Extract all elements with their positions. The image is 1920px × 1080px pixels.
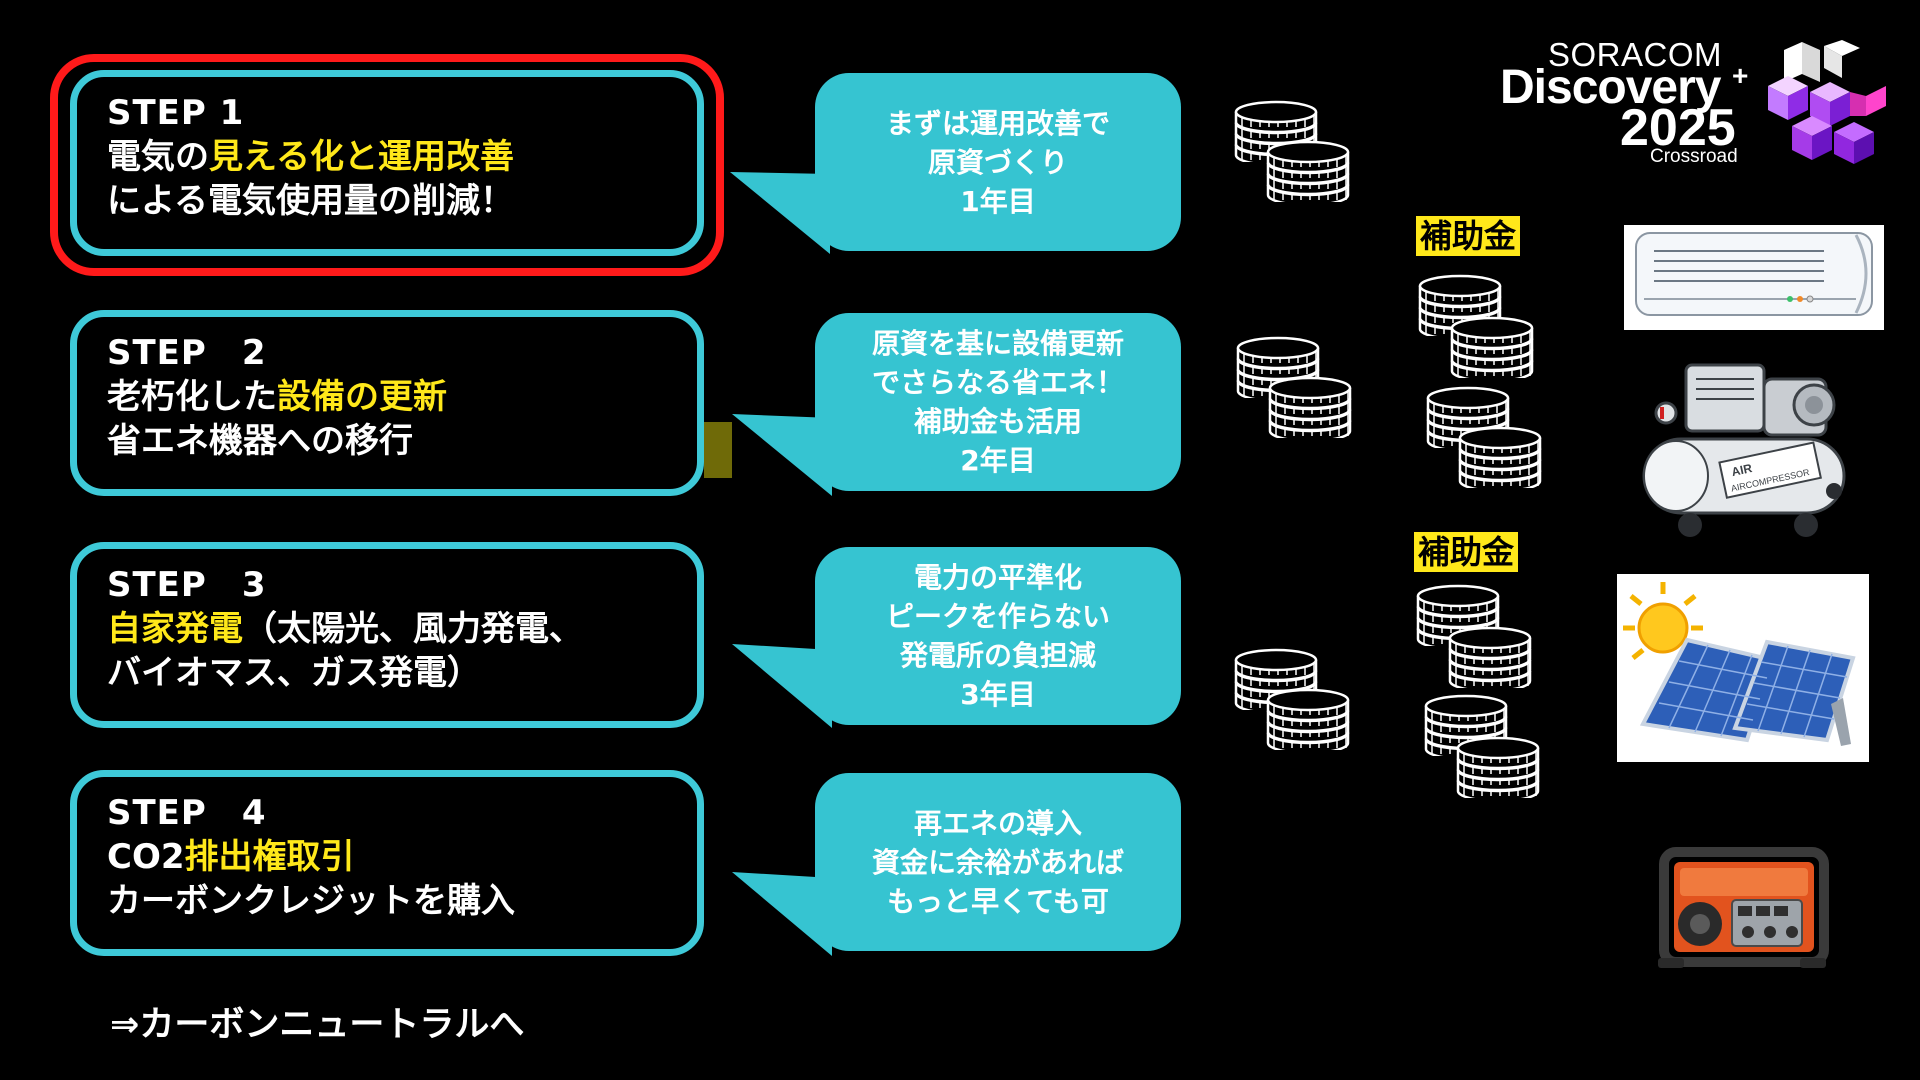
subsidy-label-2: 補助金	[1414, 532, 1519, 572]
air-compressor-icon: AIR AIRCOMPRESSOR	[1642, 363, 1846, 537]
bubble-3-tail	[732, 644, 832, 728]
bubble-2-line-4: 2年目	[960, 444, 1036, 477]
step-3-line-2: バイオマス、ガス発電）	[107, 651, 667, 695]
logo-brand-text: SORACOM	[1548, 36, 1723, 73]
bubble-3-line-2: ピークを作らない	[885, 600, 1110, 633]
bubble-2-line-3: 補助金も活用	[913, 405, 1082, 438]
step-2-line-2-text: 省エネ機器への移行	[107, 421, 413, 461]
step-2-line-2: 省エネ機器への移行	[107, 419, 667, 463]
step-1-highlight-text: 見える化と運用改善	[209, 137, 514, 177]
step-3-title: STEP 3	[107, 565, 267, 605]
step-4-line-2-text: カーボンクレジットを購入	[107, 881, 515, 921]
logo-mark-icon	[1768, 40, 1886, 164]
step-4-line-1-text: CO2	[107, 837, 185, 877]
step-card-3: STEP 3 自家発電（太陽光、風力発電、 バイオマス、ガス発電）	[70, 542, 704, 728]
solar-panel-icon	[1617, 574, 1869, 762]
logo-theme-text: Crossroad	[1650, 146, 1738, 167]
compressor-label-air: AIR	[1730, 461, 1753, 479]
logo-plus-text: +	[1732, 60, 1749, 91]
step-card-1: STEP 1 電気の見える化と運用改善 による電気使用量の削減！	[70, 70, 704, 256]
bubble-1-tail	[730, 172, 830, 254]
logo-event-text: Discovery	[1500, 61, 1721, 114]
bubble-4-tail	[732, 872, 832, 956]
coin-stack-icon	[1266, 688, 1350, 750]
coin-stack-icon	[1416, 584, 1500, 646]
bubble-year-2: 原資を基に設備更新 でさらなる省エネ！ 補助金も活用 2年目	[815, 313, 1181, 491]
step-2-line-1-text: 老朽化した	[107, 377, 277, 417]
coin-stack-icon	[1448, 626, 1532, 688]
bubble-1-line-3: 1年目	[960, 184, 1036, 218]
coin-stack-icon	[1268, 376, 1352, 438]
step-3-highlight-text: 自家発電	[107, 609, 243, 649]
step-3-line-1: 自家発電（太陽光、風力発電、	[107, 607, 667, 651]
step-4-title: STEP 4	[107, 793, 267, 833]
step-1-title: STEP 1	[107, 93, 245, 133]
footer-conclusion: ⇒カーボンニュートラルへ	[110, 1005, 525, 1045]
bubble-1-line-2: 原資づくり	[927, 145, 1068, 179]
bubble-1-line-1: まずは運用改善で	[885, 106, 1110, 140]
step-2-line-1: 老朽化した設備の更新	[107, 375, 667, 419]
step-1-line-2: による電気使用量の削減！	[107, 179, 667, 223]
bubble-year-4: 再エネの導入 資金に余裕があれば もっと早くても可	[815, 773, 1181, 951]
step-3-line-1-text: （太陽光、風力発電、	[243, 609, 583, 649]
bubble-4-line-2: 資金に余裕があれば	[871, 845, 1124, 879]
coin-stack-icon	[1450, 316, 1534, 378]
subsidy-label-1: 補助金	[1416, 216, 1521, 256]
step-1-line-1-text: 電気の	[107, 137, 209, 177]
step-card-2: STEP 2 老朽化した設備の更新 省エネ機器への移行	[70, 310, 704, 496]
step-4-line-1: CO2排出権取引	[107, 835, 667, 879]
coin-stack-icon	[1456, 736, 1540, 798]
bubble-4-line-3: もっと早くても可	[887, 884, 1109, 918]
active-step-frame	[50, 54, 724, 276]
bubble-3-line-1: 電力の平準化	[913, 561, 1082, 594]
step-2-title: STEP 2	[107, 333, 267, 373]
bubble-year-3: 電力の平準化 ピークを作らない 発電所の負担減 3年目	[815, 547, 1181, 725]
logo-year-text: 2025	[1620, 99, 1736, 157]
step-4-line-2: カーボンクレジットを購入	[107, 879, 667, 923]
bubble-2-line-1: 原資を基に設備更新	[871, 327, 1124, 360]
step-1-line-1: 電気の見える化と運用改善	[107, 135, 667, 179]
coin-stack-icon	[1458, 426, 1542, 488]
generator-icon	[1658, 847, 1829, 968]
bubble-year-1: まずは運用改善で 原資づくり 1年目	[815, 73, 1181, 251]
sun-icon	[1623, 582, 1703, 660]
bubble-3-line-3: 発電所の負担減	[899, 639, 1096, 672]
decorative-patch	[704, 422, 732, 478]
bubble-4-line-1: 再エネの導入	[913, 806, 1082, 840]
step-card-4: STEP 4 CO2排出権取引 カーボンクレジットを購入	[70, 770, 704, 956]
step-4-highlight-text: 排出権取引	[184, 837, 355, 877]
coin-stack-icon	[1266, 140, 1350, 202]
air-conditioner-icon	[1624, 225, 1884, 330]
step-1-line-2-text: による電気使用量の削減！	[107, 181, 514, 221]
step-3-line-2-text: バイオマス、ガス発電）	[107, 653, 481, 693]
bubble-2-tail	[732, 414, 832, 496]
bubble-2-line-2: でさらなる省エネ！	[871, 366, 1124, 399]
step-2-highlight-text: 設備の更新	[277, 377, 447, 417]
bubble-3-line-4: 3年目	[960, 678, 1036, 711]
